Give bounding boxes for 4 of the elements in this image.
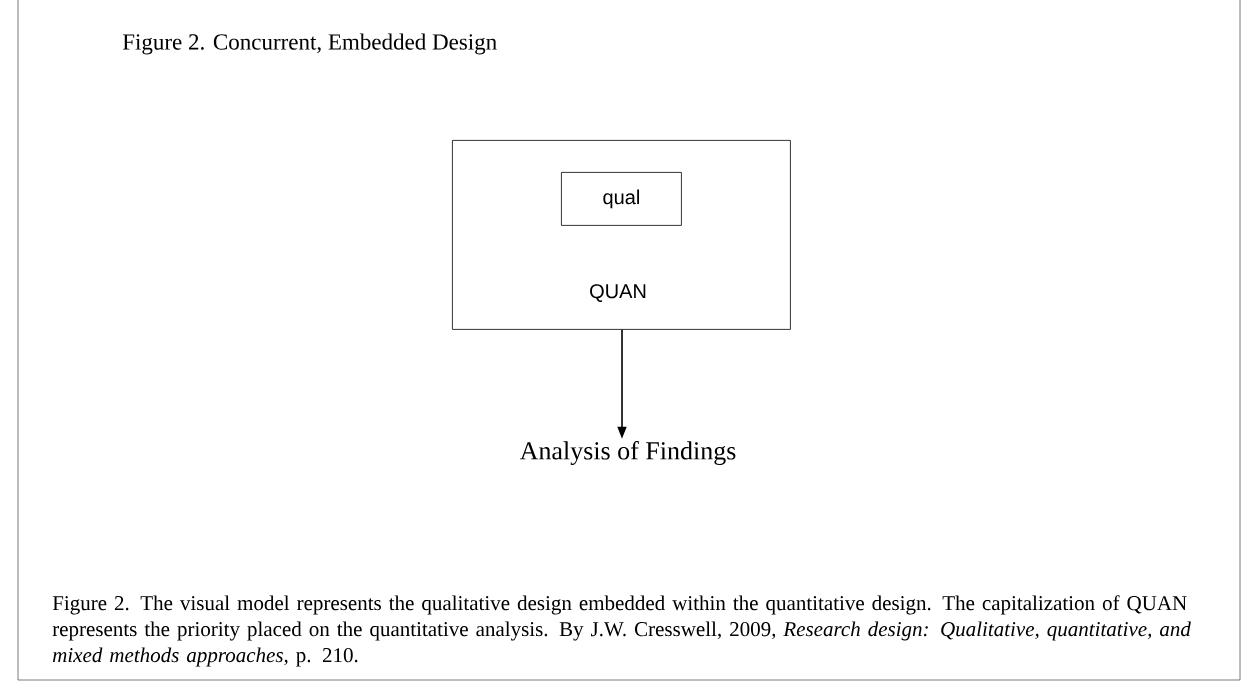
caption-text: Figure 2. The visual model represents the qualitative design embedded within the quantitative design. The capitalization of QUAN represents the priority placed on the quantitative analysis. By J.W. Cresswell, 2009, Research design: Qualitative, quantitative, and mixed methods approaches, p. 210. — [52, 595, 1191, 667]
figure-title: Figure 2. Concurrent, Embedded Design — [122, 33, 497, 55]
node-text: Analysis of Findings — [519, 441, 736, 465]
process-box: qual — [561, 172, 682, 226]
